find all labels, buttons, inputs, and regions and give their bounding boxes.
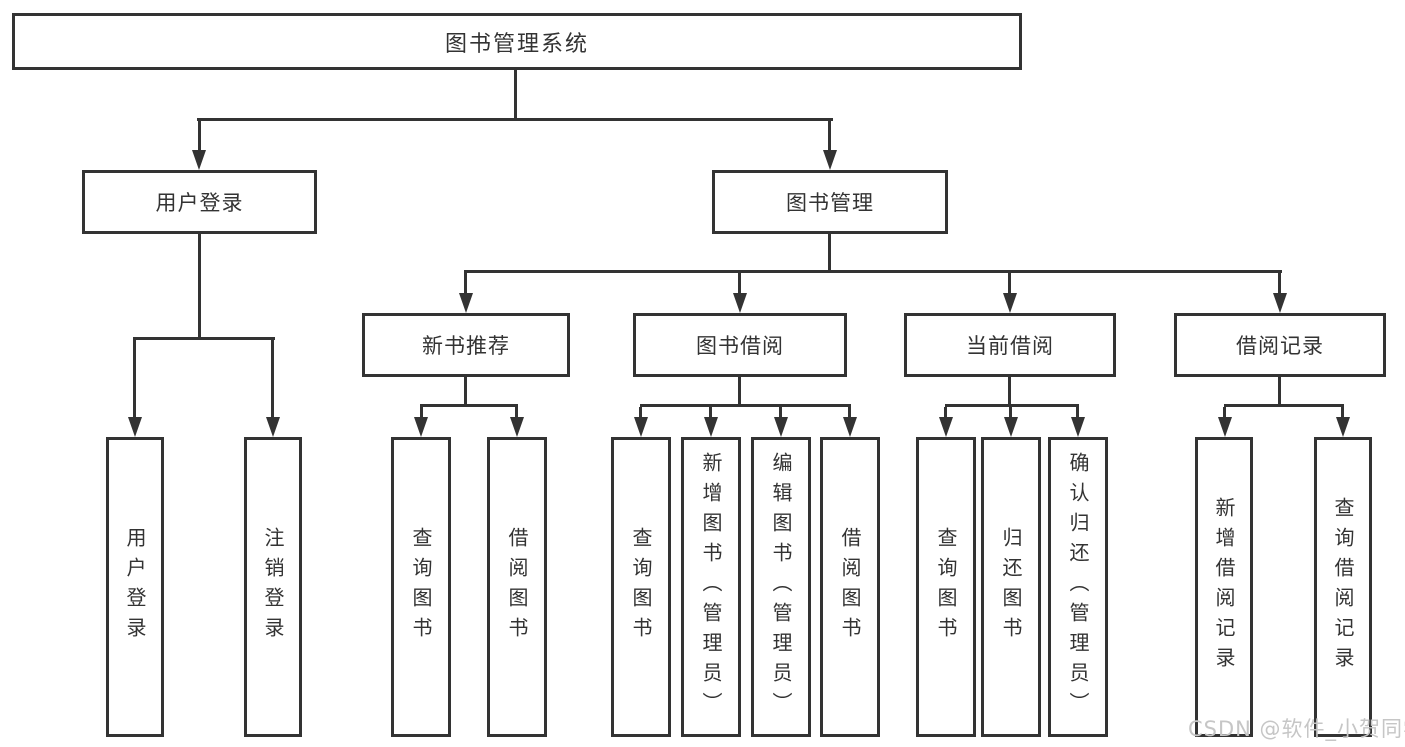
arrowhead-down-icon [266,417,280,437]
leaf-borrow-query-books-label: 查询图书 [629,527,653,647]
connector-vline [828,234,831,273]
arrowhead-down-icon [774,417,788,437]
node-borrow-records-label: 借阅记录 [1236,334,1324,358]
connector-vline [1278,377,1281,406]
connector-vline [198,121,201,151]
leaf-borrow-borrow-books-label: 借阅图书 [838,527,862,647]
connector-vline [738,273,741,293]
leaf-records-query-record: 查询借阅记录 [1314,437,1372,737]
leaf-records-add-record-label: 新增借阅记录 [1212,497,1236,677]
connector-vline [738,377,741,406]
leaf-borrow-edit-books-admin: 编辑图书（管理员） [751,437,811,737]
connector-vline [420,407,423,417]
leaf-current-confirm-return-admin: 确认归还（管理员） [1048,437,1108,737]
node-current-borrow: 当前借阅 [904,313,1116,377]
connector-vline [709,407,712,417]
arrowhead-down-icon [823,150,837,170]
connector-vline [514,70,517,120]
arrowhead-down-icon [192,150,206,170]
arrowhead-down-icon [1071,417,1085,437]
connector-vline [1008,273,1011,293]
connector-vline [779,407,782,417]
arrowhead-down-icon [510,417,524,437]
connector-hline [1224,404,1344,407]
leaf-records-query-record-label: 查询借阅记录 [1331,497,1355,677]
connector-vline [1278,273,1281,293]
arrowhead-down-icon [459,293,473,313]
connector-vline [1009,407,1012,417]
connector-hline [640,404,851,407]
arrowhead-down-icon [634,417,648,437]
arrowhead-down-icon [1273,293,1287,313]
connector-vline [464,273,467,293]
leaf-current-return-books-label: 归还图书 [999,527,1023,647]
node-user-login-label: 用户登录 [155,191,244,215]
node-book-management: 图书管理 [712,170,948,234]
connector-vline [1008,377,1011,406]
arrowhead-down-icon [1336,417,1350,437]
node-user-login: 用户登录 [82,170,317,234]
node-current-borrow-label: 当前借阅 [966,334,1054,358]
arrowhead-down-icon [733,293,747,313]
connector-vline [464,377,467,406]
leaf-newbook-query-books-label: 查询图书 [409,527,433,647]
leaf-borrow-edit-books-admin-label: 编辑图书（管理员） [769,452,793,722]
arrowhead-down-icon [843,417,857,437]
connector-vline [1076,407,1079,417]
leaf-logout-label: 注销登录 [261,527,285,647]
leaf-newbook-query-books: 查询图书 [391,437,451,737]
leaf-borrow-add-books-admin-label: 新增图书（管理员） [699,452,723,722]
connector-hline [945,404,1079,407]
connector-vline [1341,407,1344,417]
connector-vline [515,407,518,417]
connector-vline [1223,407,1226,417]
node-borrow-records: 借阅记录 [1174,313,1386,377]
arrowhead-down-icon [128,417,142,437]
leaf-newbook-borrow-books: 借阅图书 [487,437,547,737]
arrowhead-down-icon [1003,293,1017,313]
leaf-current-confirm-return-admin-label: 确认归还（管理员） [1066,452,1090,722]
leaf-logout: 注销登录 [244,437,302,737]
connector-vline [639,407,642,417]
node-root-label: 图书管理系统 [444,31,589,57]
arrowhead-down-icon [414,417,428,437]
node-new-book-recommend-label: 新书推荐 [422,334,510,358]
leaf-newbook-borrow-books-label: 借阅图书 [505,527,529,647]
node-book-management-label: 图书管理 [786,191,874,215]
arrowhead-down-icon [1218,417,1232,437]
connector-hline [420,404,518,407]
csdn-watermark: CSDN @软件_小贺同学 [1188,717,1405,741]
node-new-book-recommend: 新书推荐 [362,313,570,377]
leaf-current-query-books-label: 查询图书 [934,527,958,647]
leaf-borrow-borrow-books: 借阅图书 [820,437,880,737]
arrowhead-down-icon [1004,417,1018,437]
connector-hline [133,337,275,340]
connector-vline [828,121,831,151]
arrowhead-down-icon [704,417,718,437]
connector-vline [848,407,851,417]
connector-hline [464,270,1282,273]
leaf-borrow-add-books-admin: 新增图书（管理员） [681,437,741,737]
arrowhead-down-icon [939,417,953,437]
leaf-user-login: 用户登录 [106,437,164,737]
leaf-current-query-books: 查询图书 [916,437,976,737]
node-book-borrow: 图书借阅 [633,313,847,377]
connector-vline [198,234,201,339]
leaf-user-login-label: 用户登录 [123,527,147,647]
leaf-records-add-record: 新增借阅记录 [1195,437,1253,737]
connector-hline [197,118,833,121]
node-root: 图书管理系统 [12,13,1022,70]
node-book-borrow-label: 图书借阅 [696,334,784,358]
leaf-borrow-query-books: 查询图书 [611,437,671,737]
connector-vline [133,340,136,417]
connector-vline [944,407,947,417]
leaf-current-return-books: 归还图书 [981,437,1041,737]
connector-vline [271,340,274,417]
